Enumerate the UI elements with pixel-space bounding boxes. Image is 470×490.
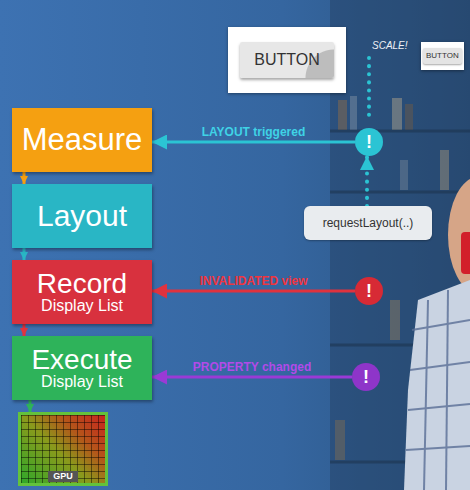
node-text: BUTTON xyxy=(240,42,333,79)
flow-arrow xyxy=(29,400,32,412)
shirt-plaid xyxy=(406,290,470,490)
pipeline-stage: Layout xyxy=(12,184,152,248)
book xyxy=(338,100,347,130)
book xyxy=(400,160,408,190)
book xyxy=(405,104,413,130)
book xyxy=(392,98,402,130)
button-preview: BUTTON xyxy=(228,27,346,93)
alert-disc xyxy=(352,363,380,391)
plaid-line xyxy=(406,446,470,450)
alert-icon: ! xyxy=(352,363,380,391)
book xyxy=(440,150,449,190)
annotation: SCALE! xyxy=(372,40,408,51)
book xyxy=(390,300,400,340)
node-text: GPU xyxy=(48,471,78,482)
presenter-face xyxy=(448,177,470,293)
gpu-chip: GPU xyxy=(18,412,108,486)
alert-disc xyxy=(355,128,383,156)
node-text: BUTTON xyxy=(423,48,462,64)
flow-arrow xyxy=(23,248,26,260)
flow-arrow xyxy=(152,376,352,379)
alert-icon: ! xyxy=(355,128,383,156)
node-text: Display List xyxy=(41,374,123,391)
node-text: ! xyxy=(363,368,369,387)
alert-icon: ! xyxy=(355,277,383,305)
node-text: ! xyxy=(366,133,372,152)
presenter-shirt xyxy=(404,280,470,490)
button-scaled: BUTTON xyxy=(421,42,464,70)
node-text: Layout xyxy=(37,200,127,232)
node-text: requestLayout(..) xyxy=(323,217,414,230)
flow-arrow xyxy=(23,324,26,336)
shelf xyxy=(330,191,470,194)
edge-label: INVALIDATED view xyxy=(199,274,307,288)
pipeline-stage: Measure xyxy=(12,108,152,172)
edge-label: PROPERTY changed xyxy=(193,360,311,374)
node-text: Record xyxy=(37,269,127,298)
method-call: requestLayout(..) xyxy=(304,206,432,240)
book xyxy=(350,96,357,130)
pipeline-stage: RecordDisplay List xyxy=(12,260,152,324)
book xyxy=(335,420,345,460)
flow-arrow xyxy=(23,172,26,184)
edge-label: LAYOUT triggered xyxy=(202,125,306,139)
pipeline-stage: ExecuteDisplay List xyxy=(12,336,152,400)
node-text: Display List xyxy=(41,298,123,315)
red-sign xyxy=(461,232,470,274)
plaid-line xyxy=(424,300,428,490)
plaid-line xyxy=(410,362,470,370)
flow-arrow xyxy=(152,141,355,144)
alert-disc xyxy=(355,277,383,305)
node-text: ! xyxy=(366,282,372,301)
flow-arrow xyxy=(152,290,355,293)
plaid-line xyxy=(446,290,448,490)
plaid-line xyxy=(412,320,470,330)
scale-leader xyxy=(367,58,371,122)
shelf xyxy=(330,130,470,133)
node-text: Execute xyxy=(31,345,132,374)
flow-arrow xyxy=(365,156,369,206)
plaid-line xyxy=(408,404,470,410)
node-text: Measure xyxy=(22,124,143,157)
